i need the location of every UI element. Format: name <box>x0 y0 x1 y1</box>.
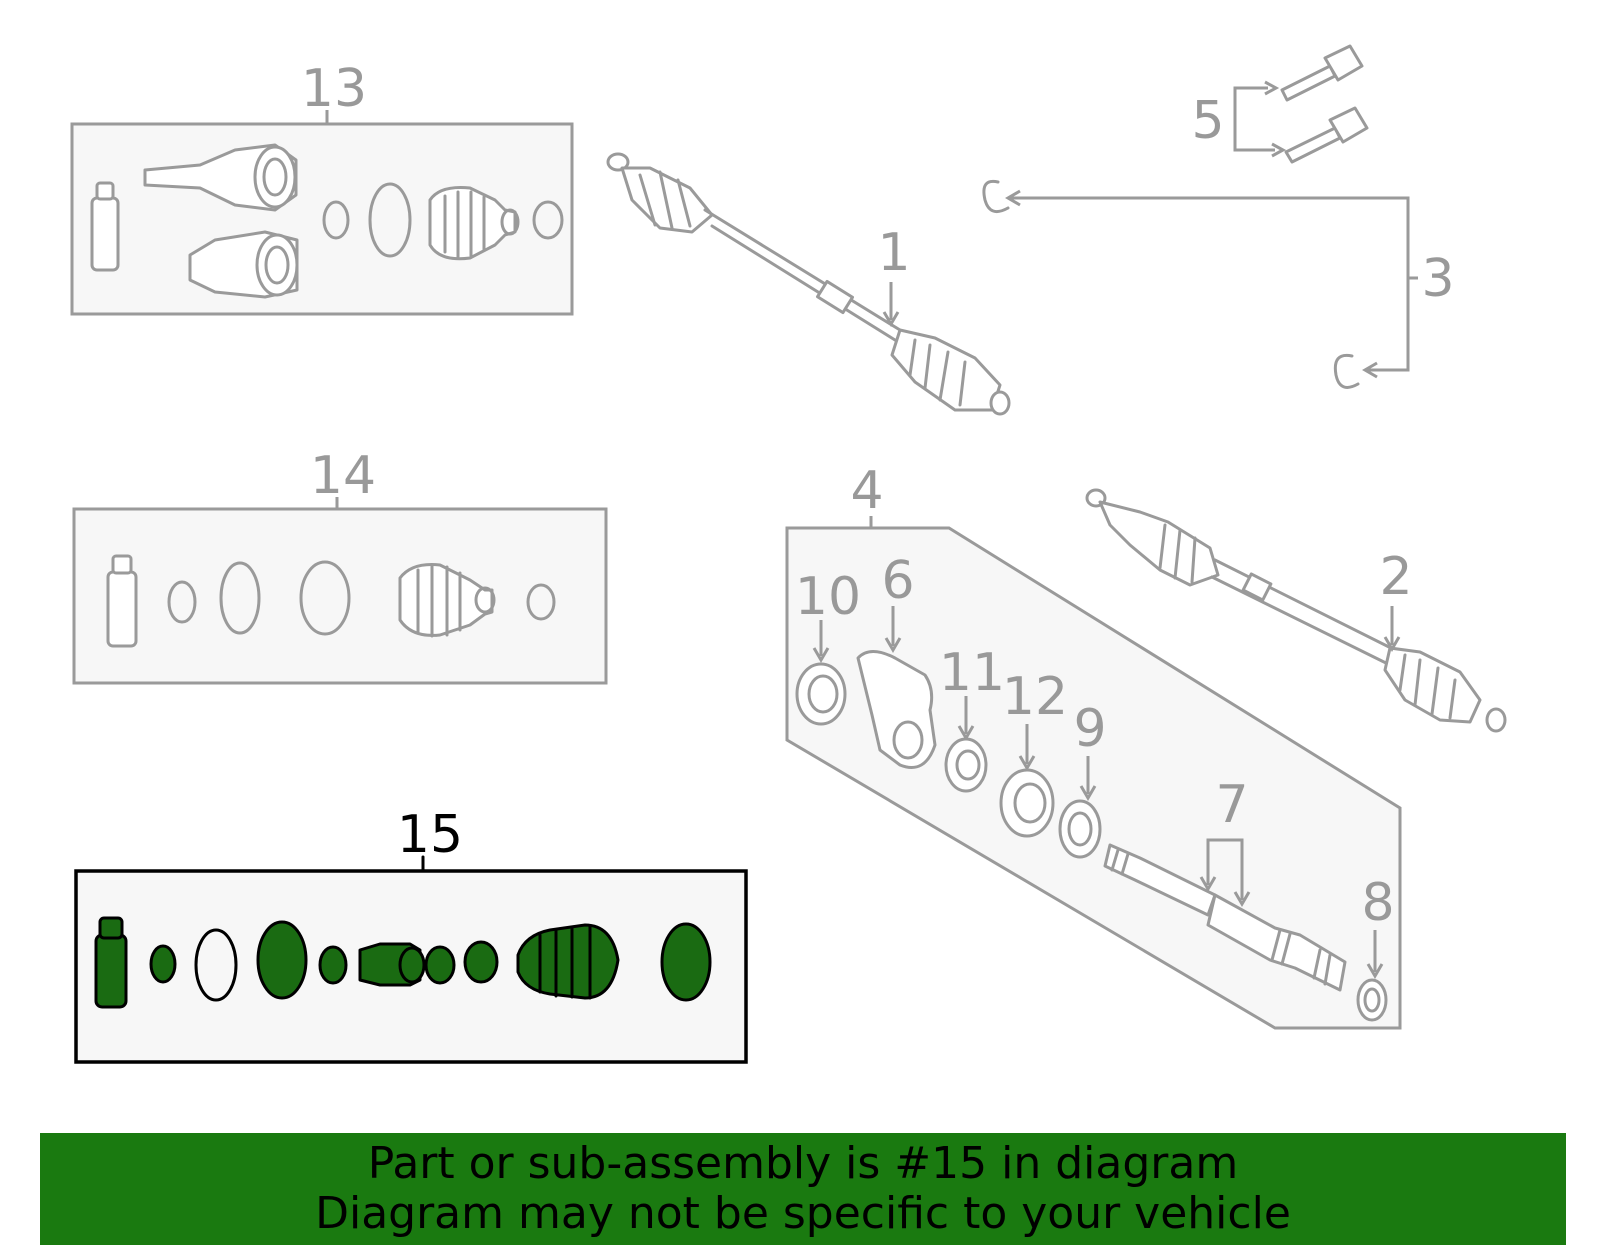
kit-box-4: 4 10 6 11 12 9 7 <box>785 461 1402 1030</box>
notice-banner: Part or sub-assembly is #15 in diagram D… <box>40 1133 1566 1245</box>
bolts-5: 5 <box>1191 44 1369 164</box>
callout-15[interactable]: 15 <box>397 805 463 865</box>
callout-7[interactable]: 7 <box>1215 775 1248 835</box>
callout-2[interactable]: 2 <box>1379 547 1412 607</box>
callout-8[interactable]: 8 <box>1361 873 1394 933</box>
callout-1[interactable]: 1 <box>877 223 910 283</box>
callout-10[interactable]: 10 <box>795 567 861 627</box>
kit-box-14: 14 <box>72 446 608 685</box>
callout-6[interactable]: 6 <box>881 551 914 611</box>
callout-3[interactable]: 3 <box>1421 249 1454 309</box>
callout-13[interactable]: 13 <box>301 59 367 119</box>
notice-line-2: Diagram may not be specific to your vehi… <box>315 1188 1291 1239</box>
callout-11[interactable]: 11 <box>939 643 1005 703</box>
kit-box-15[interactable]: 15 <box>74 805 748 1064</box>
clips-3: 3 <box>982 179 1455 389</box>
callout-14[interactable]: 14 <box>310 446 376 506</box>
kit-box-13: 13 <box>70 59 574 316</box>
callout-9[interactable]: 9 <box>1073 699 1106 759</box>
axle-shaft-2: 2 <box>1085 488 1507 733</box>
callout-4[interactable]: 4 <box>850 461 883 521</box>
axle-shaft-1: 1 <box>606 152 1011 416</box>
callout-12[interactable]: 12 <box>1002 667 1068 727</box>
notice-line-1: Part or sub-assembly is #15 in diagram <box>367 1138 1239 1189</box>
callout-5[interactable]: 5 <box>1191 91 1224 151</box>
